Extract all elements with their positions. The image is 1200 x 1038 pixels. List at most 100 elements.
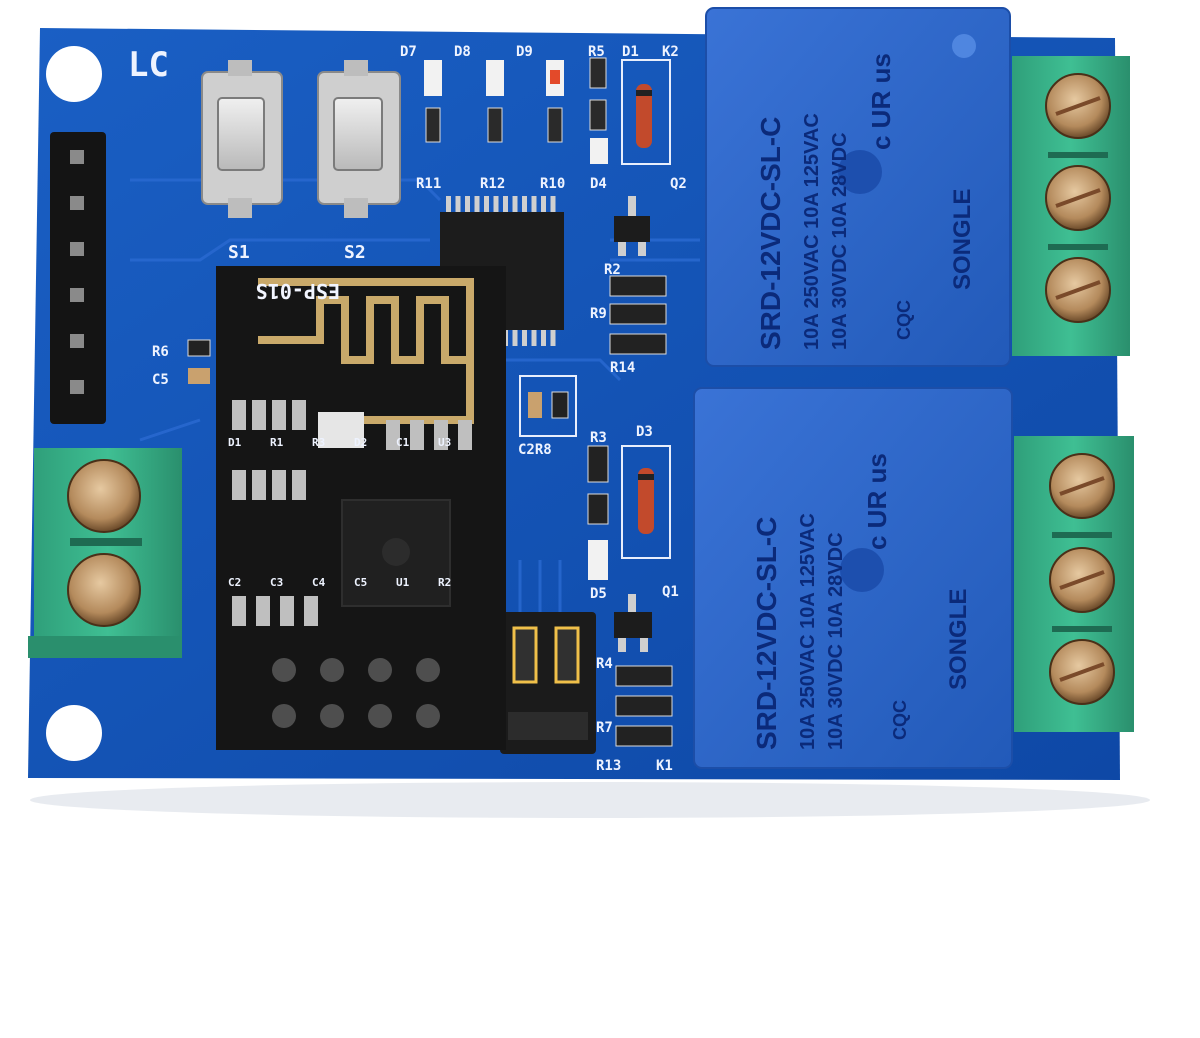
screw-slot-icon bbox=[1055, 280, 1101, 300]
ic-pin bbox=[484, 196, 489, 212]
mounting-hole-icon bbox=[46, 705, 102, 761]
esp-silkscreen-label: R2 bbox=[438, 576, 451, 589]
esp-silkscreen-label: U1 bbox=[396, 576, 410, 589]
ic-pin bbox=[550, 196, 556, 212]
terminal-block-relay-top[interactable] bbox=[1012, 56, 1130, 356]
board-shadow bbox=[30, 782, 1150, 818]
esp-pin bbox=[368, 658, 392, 682]
screw-icon[interactable] bbox=[67, 459, 141, 533]
smd-component bbox=[386, 420, 400, 450]
esp-pin bbox=[320, 704, 344, 728]
silkscreen-label: Q2 bbox=[670, 176, 687, 192]
smd-component bbox=[410, 420, 424, 450]
smd-component bbox=[256, 596, 270, 626]
silkscreen-r4: R4 bbox=[596, 656, 613, 672]
smd-component bbox=[232, 596, 246, 626]
relay-top-model: SRD-12VDC-SL-C bbox=[755, 117, 786, 350]
silkscreen-d3: D3 bbox=[636, 424, 653, 440]
smd-component bbox=[292, 400, 306, 430]
smd-c2-r8 bbox=[519, 375, 577, 437]
esp-silkscreen-label: C2 bbox=[228, 576, 241, 589]
silkscreen-label: R11 bbox=[416, 176, 441, 192]
screw-slot-icon bbox=[1055, 96, 1101, 116]
esp-silkscreen-label: R3 bbox=[312, 436, 325, 449]
silkscreen-s1: S1 bbox=[228, 242, 250, 263]
switch-s1[interactable] bbox=[201, 60, 283, 218]
ic-pin bbox=[512, 196, 518, 212]
smd-component bbox=[232, 470, 246, 500]
esp-pin bbox=[416, 658, 440, 682]
esp-module-label: ESP-01S bbox=[256, 279, 340, 303]
smd-component bbox=[252, 470, 266, 500]
silkscreen-logo: LC bbox=[128, 45, 169, 85]
smd-resistor-cluster-lower bbox=[615, 665, 673, 747]
ic-pin bbox=[531, 330, 537, 346]
esp-silkscreen-label: D2 bbox=[354, 436, 367, 449]
esp-pin bbox=[416, 704, 440, 728]
silkscreen-label: R10 bbox=[540, 176, 565, 192]
header-pin bbox=[70, 196, 84, 210]
esp-silkscreen-label: R1 bbox=[270, 436, 284, 449]
ic-pin bbox=[550, 330, 556, 346]
smd-resistor-cluster bbox=[609, 275, 667, 355]
silkscreen-r7: R7 bbox=[596, 720, 613, 736]
relay-bottom-model: SRD-12VDC-SL-C bbox=[751, 517, 782, 750]
switch-s2[interactable] bbox=[317, 60, 401, 218]
mounting-hole-icon bbox=[46, 46, 102, 102]
esp-silkscreen-label: C5 bbox=[354, 576, 367, 589]
ic-pin bbox=[493, 196, 499, 212]
pin-header bbox=[50, 132, 106, 424]
relay-top-cqc: CQC bbox=[894, 300, 914, 340]
silkscreen-label: R5 bbox=[588, 44, 605, 60]
jumper-block[interactable] bbox=[500, 612, 596, 754]
esp-silkscreen-label: C4 bbox=[312, 576, 326, 589]
smd-component-row bbox=[424, 57, 608, 164]
relay-top-cert: c UR us bbox=[866, 53, 896, 150]
esp-pin bbox=[272, 658, 296, 682]
silkscreen-r13: R13 bbox=[596, 758, 621, 774]
esp-silkscreen-label: C1 bbox=[396, 436, 410, 449]
ic-pin bbox=[522, 196, 527, 212]
header-pin bbox=[70, 380, 84, 394]
ic-pin bbox=[512, 330, 518, 346]
silkscreen-r3: R3 bbox=[590, 430, 607, 446]
screw-icon[interactable] bbox=[67, 553, 141, 627]
ic-pin bbox=[541, 196, 546, 212]
terminal-divider bbox=[1052, 532, 1112, 538]
silkscreen-s2: S2 bbox=[344, 242, 366, 263]
terminal-divider bbox=[1052, 626, 1112, 632]
silkscreen-c5: C5 bbox=[152, 372, 169, 388]
ic-pin bbox=[465, 196, 470, 212]
screw-slot-icon bbox=[1059, 476, 1105, 496]
terminal-divider bbox=[1048, 244, 1108, 250]
relay-bottom-cert: c UR us bbox=[862, 453, 892, 550]
ic-pin bbox=[503, 196, 508, 212]
smd-component bbox=[304, 596, 318, 626]
silkscreen-label: K2 bbox=[662, 44, 679, 60]
ic-pin bbox=[474, 196, 480, 212]
relay-bottom-rating-1: 10A 250VAC 10A 125VAC bbox=[797, 513, 819, 750]
smd-component bbox=[458, 420, 472, 450]
ic-pin bbox=[522, 330, 527, 346]
relay-top-rating-1: 10A 250VAC 10A 125VAC bbox=[801, 113, 823, 350]
terminal-block-relay-bottom[interactable] bbox=[1014, 436, 1134, 732]
relay-bottom: SRD-12VDC-SL-C 10A 250VAC 10A 125VAC 10A… bbox=[693, 387, 1013, 769]
silkscreen-k1: K1 bbox=[656, 758, 673, 774]
diode-d1 bbox=[621, 59, 671, 165]
silkscreen-label: R12 bbox=[480, 176, 505, 192]
relay-top-brand: SONGLE bbox=[949, 189, 976, 290]
silkscreen-d5: D5 bbox=[590, 586, 607, 602]
esp-pin bbox=[320, 658, 344, 682]
header-pin bbox=[70, 242, 84, 256]
smd-component bbox=[232, 400, 246, 430]
terminal-block-power[interactable] bbox=[28, 448, 182, 658]
terminal-divider bbox=[1048, 152, 1108, 158]
relay-top: SRD-12VDC-SL-C 10A 250VAC 10A 125VAC 10A… bbox=[705, 7, 1011, 367]
header-pin bbox=[70, 150, 84, 164]
esp-silkscreen-label: C3 bbox=[270, 576, 283, 589]
silkscreen-r9: R9 bbox=[590, 306, 607, 322]
